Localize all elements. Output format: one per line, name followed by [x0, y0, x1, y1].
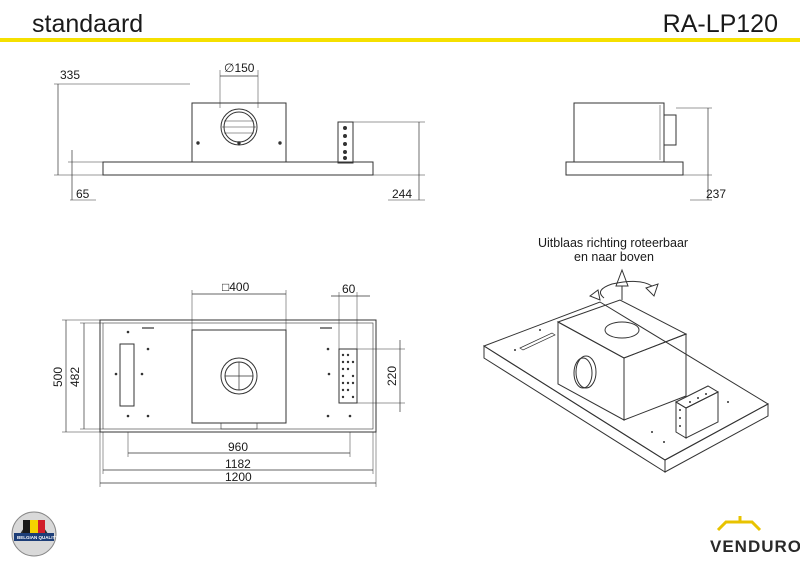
side-motor-box	[573, 102, 665, 163]
dim-width-inner: 482	[68, 367, 82, 387]
iso-note-line1: Uitblaas richting roteerbaar	[538, 236, 688, 250]
dim-hole-spacing: 960	[228, 440, 248, 454]
front-control-panel	[337, 121, 354, 164]
dim-length-inner: 1182	[225, 457, 251, 471]
dim-front-depth: 244	[392, 187, 412, 201]
brand-name: VENDURO	[710, 537, 800, 556]
top-control-panel	[338, 348, 358, 404]
dim-control-height: 220	[385, 366, 399, 386]
side-duct-stub	[663, 114, 677, 146]
iso-box-right	[623, 333, 687, 421]
iso-panel-top	[482, 301, 770, 461]
top-view	[62, 290, 405, 487]
seal-label: BELGIAN QUALITY	[17, 535, 58, 540]
top-left-slot	[119, 343, 135, 407]
dim-width-outer: 500	[51, 367, 65, 387]
duct-opening-icon	[220, 108, 258, 146]
iso-note-line2: en naar boven	[574, 250, 654, 264]
model-number: RA-LP120	[662, 10, 778, 38]
page-title-left: standaard	[32, 10, 144, 38]
dim-control-width: 60	[342, 282, 356, 296]
venduro-logo: VENDURO	[710, 516, 800, 556]
dim-panel-thickness: 65	[76, 187, 90, 201]
front-view	[54, 70, 425, 201]
front-motor-box	[191, 102, 287, 163]
iso-box-top	[556, 299, 688, 359]
fan-opening-icon	[220, 357, 258, 395]
dim-length-outer: 1200	[225, 470, 252, 484]
header-accent-bar	[0, 38, 800, 42]
iso-panel-side	[664, 403, 769, 473]
isometric-view	[482, 268, 770, 473]
side-panel	[565, 161, 684, 176]
iso-panel-front	[483, 345, 666, 473]
front-panel	[102, 161, 374, 176]
side-view	[565, 102, 712, 201]
dim-side-depth: 237	[706, 187, 726, 201]
top-outer-frame	[99, 319, 377, 433]
belgian-quality-seal: BELGIAN QUALITY	[11, 511, 58, 557]
dim-motor-square: □400	[222, 280, 250, 294]
rotation-arrow-icon	[588, 268, 659, 301]
dim-diameter: ∅150	[224, 61, 255, 75]
dim-height-total: 335	[60, 68, 80, 82]
